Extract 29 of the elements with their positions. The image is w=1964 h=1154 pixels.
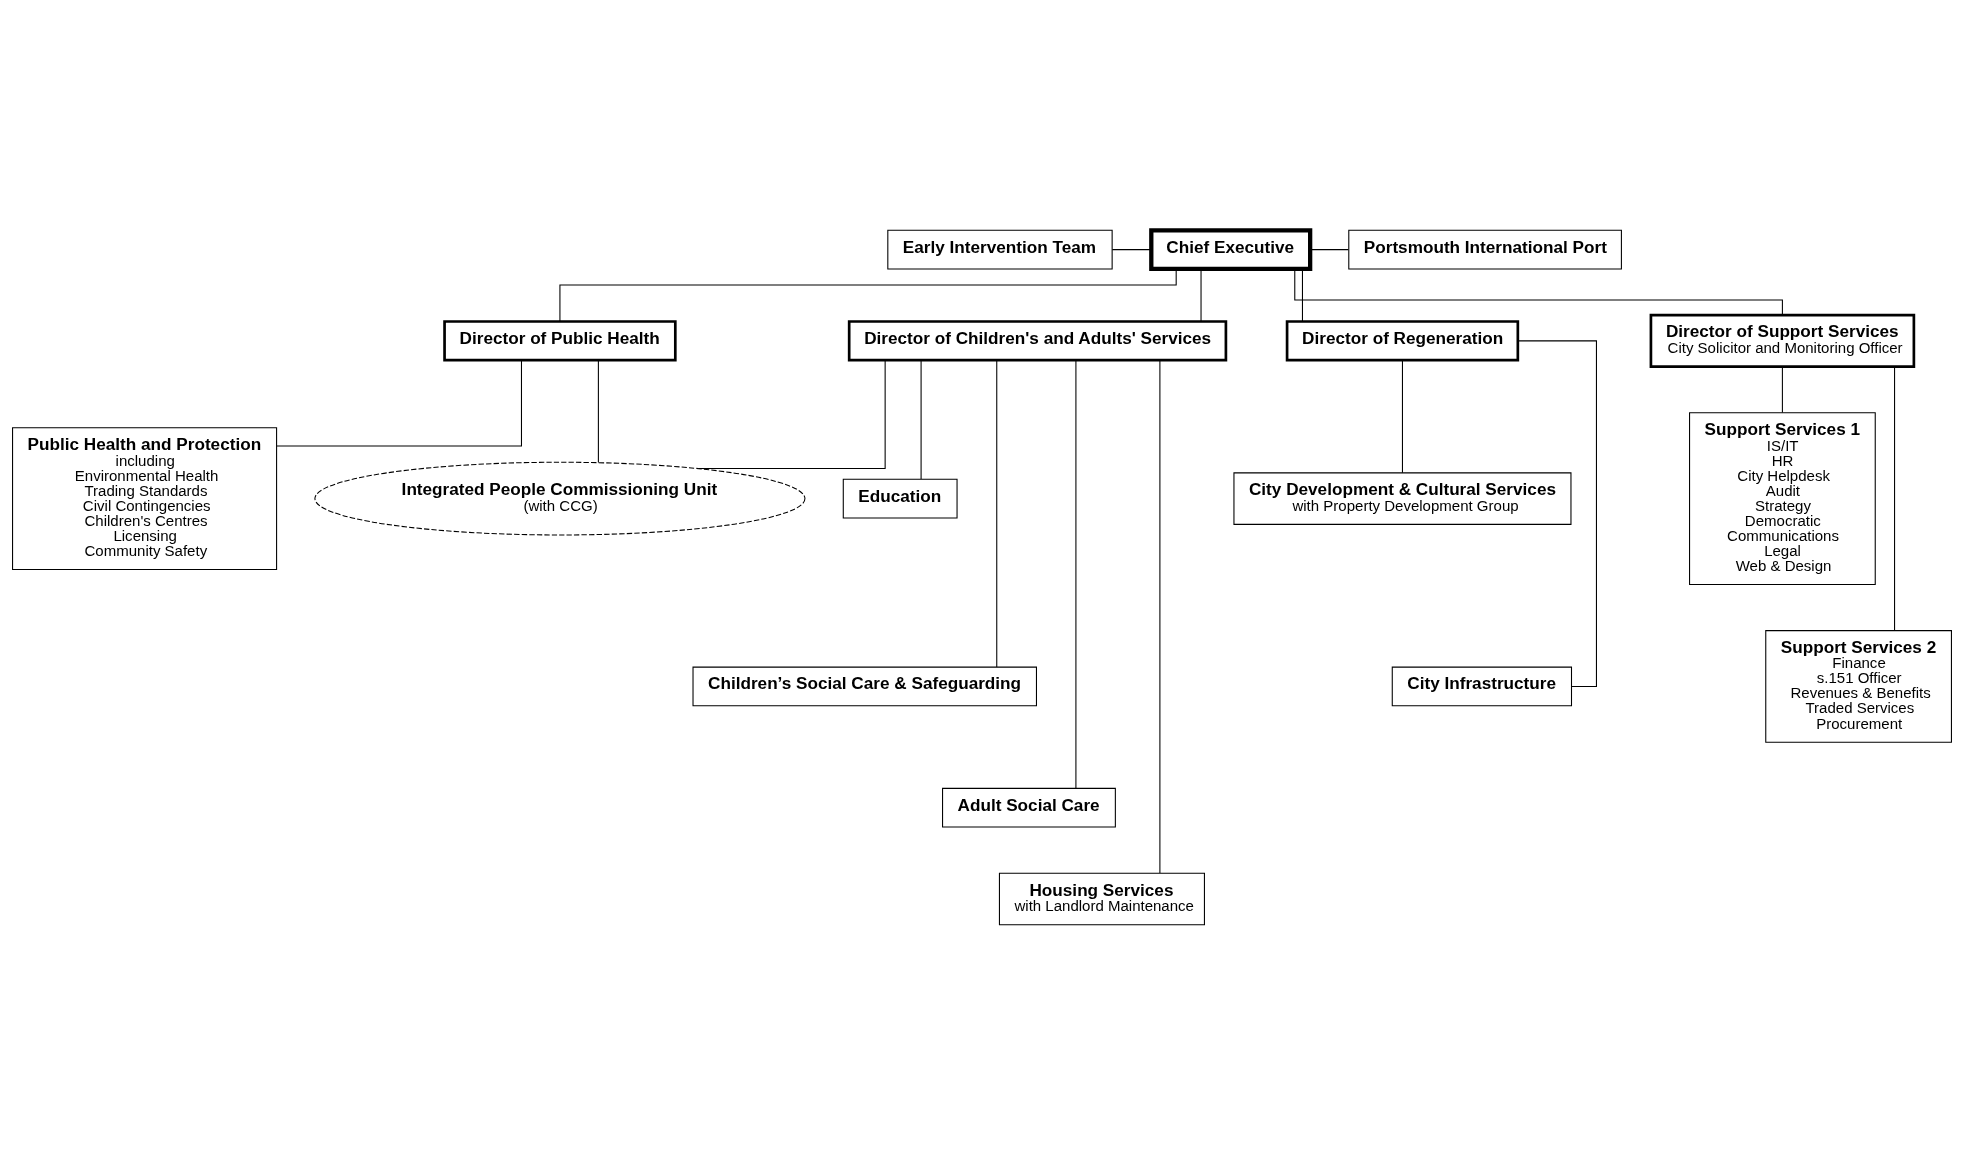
connector — [1401, 359, 1403, 473]
connector — [996, 359, 998, 668]
node-box: Housing Services with Landlord Maintenance — [998, 872, 1205, 925]
connector — [1159, 359, 1161, 874]
node-box: Chief Executive — [1149, 227, 1313, 271]
node-box: Director of Support Services City Solicitor and Monitoring Officer — [1649, 313, 1916, 368]
node-box: Support Services 2 Finance s.151 Officer Revenues & Benefits Traded Services Procurement — [1765, 629, 1952, 743]
connector — [1781, 365, 1783, 413]
node-box: Support Services 1 IS/IT HR City Helpdesk Audit Strategy Democratic Communications Legal Web & Design — [1689, 411, 1876, 585]
node-box: Children’s Social Care & Safeguarding — [692, 666, 1037, 706]
connector — [1111, 248, 1152, 250]
node-box: City Development & Cultural Services with Property Development Group — [1233, 471, 1572, 525]
node-box: Director of Children's and Adults' Services — [847, 319, 1228, 361]
node-box: Adult Social Care — [942, 787, 1116, 828]
node-box: Public Health and Protection including Environmental Health Trading Standards Civil Contingencies Children's Centres Licensing Community Safety — [12, 426, 278, 570]
connector — [1894, 365, 1896, 631]
connector — [1075, 359, 1077, 789]
node-box: City Infrastructure — [1391, 666, 1573, 706]
connector — [920, 359, 922, 480]
node-box: Education — [842, 478, 958, 518]
node-box: Director of Public Health — [443, 319, 677, 361]
connector — [1309, 248, 1349, 250]
node-box: Early Intervention Team — [887, 229, 1113, 269]
node-box: Director of Regeneration — [1285, 319, 1520, 361]
node-box: Portsmouth International Port — [1348, 229, 1622, 269]
connector — [597, 359, 599, 463]
node-ellipse: Integrated People Commissioning Unit (with CCG) — [314, 461, 806, 535]
connector — [276, 359, 522, 447]
connector — [698, 359, 886, 469]
